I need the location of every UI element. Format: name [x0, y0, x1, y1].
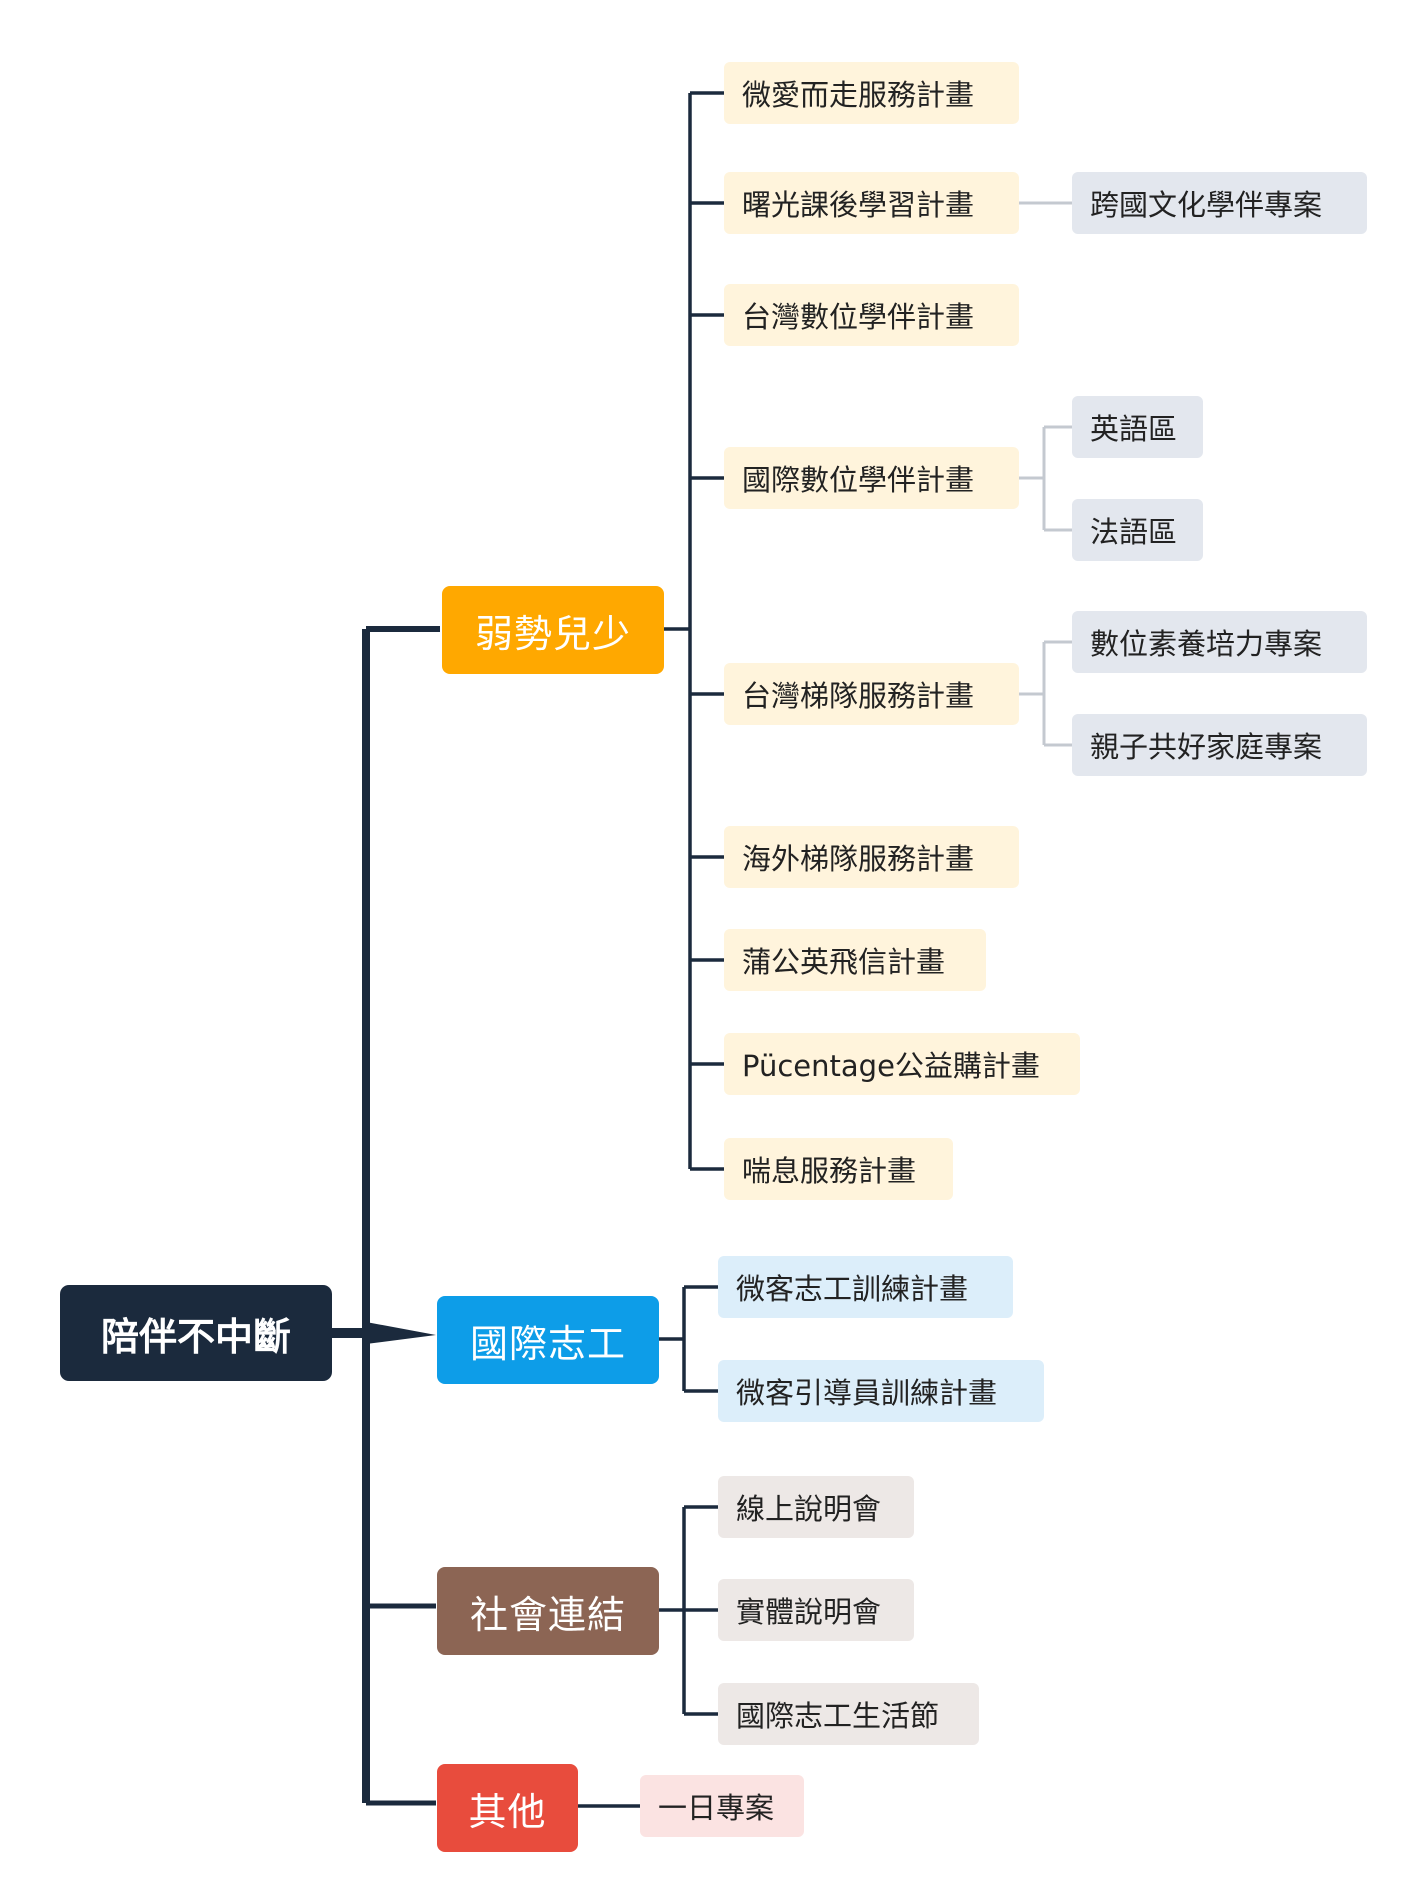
branch-social-connection[interactable]: 社會連結	[437, 1567, 659, 1655]
sub-leaf-project[interactable]: 英語區	[1072, 396, 1203, 458]
leaf-project[interactable]: Pücentage公益購計畫	[724, 1033, 1080, 1095]
branch-2-spine	[657, 1505, 718, 1716]
leaf-project[interactable]: 微客志工訓練計畫	[718, 1256, 1013, 1318]
branch-disadvantaged-youth[interactable]: 弱勢兒少	[442, 586, 664, 674]
leaf-project[interactable]: 一日專案	[640, 1775, 804, 1837]
leaf-project[interactable]: 國際數位學伴計畫	[724, 447, 1019, 509]
leaf-project[interactable]: 微愛而走服務計畫	[724, 62, 1019, 124]
sub-leaf-project[interactable]: 親子共好家庭專案	[1072, 714, 1367, 776]
leaf-project[interactable]: 喘息服務計畫	[724, 1138, 953, 1200]
sub-leaf-project[interactable]: 數位素養培力專案	[1072, 611, 1367, 673]
branch-other[interactable]: 其他	[437, 1764, 578, 1852]
leaf-project[interactable]: 台灣數位學伴計畫	[724, 284, 1019, 346]
leaf-project[interactable]: 台灣梯隊服務計畫	[724, 663, 1019, 725]
sub-connector-3	[1018, 425, 1072, 532]
leaf-project[interactable]: 線上說明會	[718, 1476, 914, 1538]
branch-1-spine	[657, 1285, 718, 1393]
leaf-project[interactable]: 蒲公英飛信計畫	[724, 929, 986, 991]
sub-leaf-project[interactable]: 法語區	[1072, 499, 1203, 561]
connector-root-to-branch-1	[366, 1322, 436, 1344]
root-node[interactable]: 陪伴不中斷	[60, 1285, 332, 1381]
sub-leaf-project[interactable]: 跨國文化學伴專案	[1072, 172, 1367, 234]
leaf-project[interactable]: 海外梯隊服務計畫	[724, 826, 1019, 888]
branch-0-leaf-ticks	[690, 91, 724, 1171]
leaf-project[interactable]: 國際志工生活節	[718, 1683, 979, 1745]
leaf-project[interactable]: 微客引導員訓練計畫	[718, 1360, 1044, 1422]
leaf-project[interactable]: 曙光課後學習計畫	[724, 172, 1019, 234]
branch-international-volunteer[interactable]: 國際志工	[437, 1296, 659, 1384]
leaf-project[interactable]: 實體說明會	[718, 1579, 914, 1641]
sub-connector-4	[1018, 640, 1072, 747]
branch-0-spine	[662, 93, 692, 1169]
